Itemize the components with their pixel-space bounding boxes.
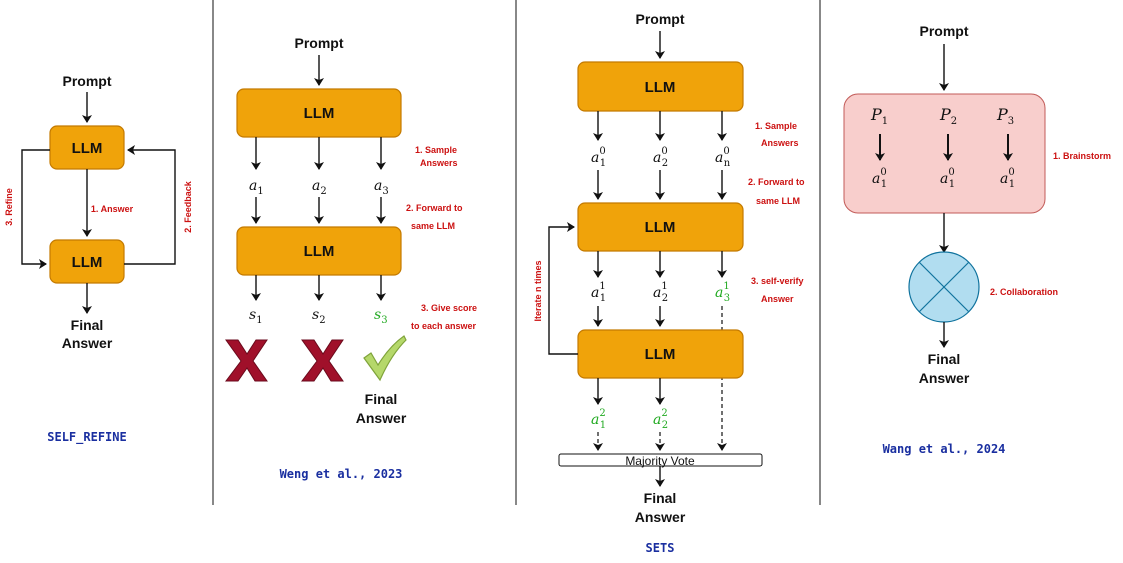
step1-line2: Answers [761,138,799,148]
llm-label: LLM [645,346,676,363]
llm-label: LLM [72,254,103,271]
prompt-label: Prompt [636,11,685,27]
step3-line1: 3. Give score [421,303,477,313]
step1-line1: 1. Sample [415,145,457,155]
answer-a3: a3 [374,178,389,197]
prompt-label: Prompt [920,23,969,39]
step3-line2: Answer [761,294,794,304]
cross-icon [225,339,268,382]
final-answer-label: Final [644,490,677,506]
step2-line2: same LLM [411,221,455,231]
llm-label: LLM [645,219,676,236]
score-s2: s2 [312,307,326,326]
step3-line2: to each answer [411,321,477,331]
answer-a2: a2 [312,178,327,197]
llm-label: LLM [304,243,335,260]
final-answer-label: Answer [635,509,686,525]
feedback-step: 2. Feedback [183,180,193,233]
persona-p1: P1 [870,105,888,127]
llm-label: LLM [72,140,103,157]
llm-label: LLM [304,105,335,122]
refine-step: 3. Refine [4,188,14,226]
collaboration-icon [908,251,980,323]
caption: Weng et al., 2023 [280,467,403,481]
prompt-label: Prompt [295,35,344,51]
collaboration-step: 2. Collaboration [990,287,1058,297]
step2-line1: 2. Forward to [748,177,805,187]
iterate-label: Iterate n times [533,260,543,321]
weng-panel: Prompt LLM a1 a2 a3 1. Sample Answers 2.… [225,35,477,481]
check-icon [363,335,407,382]
step3-line1: 3. self-verify [751,276,804,286]
step2-line1: 2. Forward to [406,203,463,213]
step2-line2: same LLM [756,196,800,206]
majority-vote-label: Majority Vote [625,454,695,468]
cross-icon [301,339,344,382]
answer-step: 1. Answer [91,204,134,214]
caption: Wang et al., 2024 [883,442,1006,456]
final-answer-label: Answer [919,370,970,386]
prompt-label: Prompt [63,73,112,89]
self-refine-panel: Prompt LLM 1. Answer LLM 2. Feedback 3. … [4,73,193,445]
score-s1: s1 [249,307,263,326]
brainstorm-step: 1. Brainstorm [1053,151,1111,161]
final-answer-label: Answer [356,410,407,426]
score-s3: s3 [374,307,388,326]
final-answer-label: Answer [62,335,113,351]
persona-p3: P3 [996,105,1014,127]
step1-line2: Answers [420,158,458,168]
final-answer-label: Final [71,317,104,333]
caption: SETS [646,541,675,555]
answer-a1: a1 [249,178,264,197]
step1-line1: 1. Sample [755,121,797,131]
llm-label: LLM [645,79,676,96]
caption: SELF_REFINE [47,430,126,445]
persona-p2: P2 [939,105,957,127]
final-answer-label: Final [928,351,961,367]
final-answer-label: Final [365,391,398,407]
